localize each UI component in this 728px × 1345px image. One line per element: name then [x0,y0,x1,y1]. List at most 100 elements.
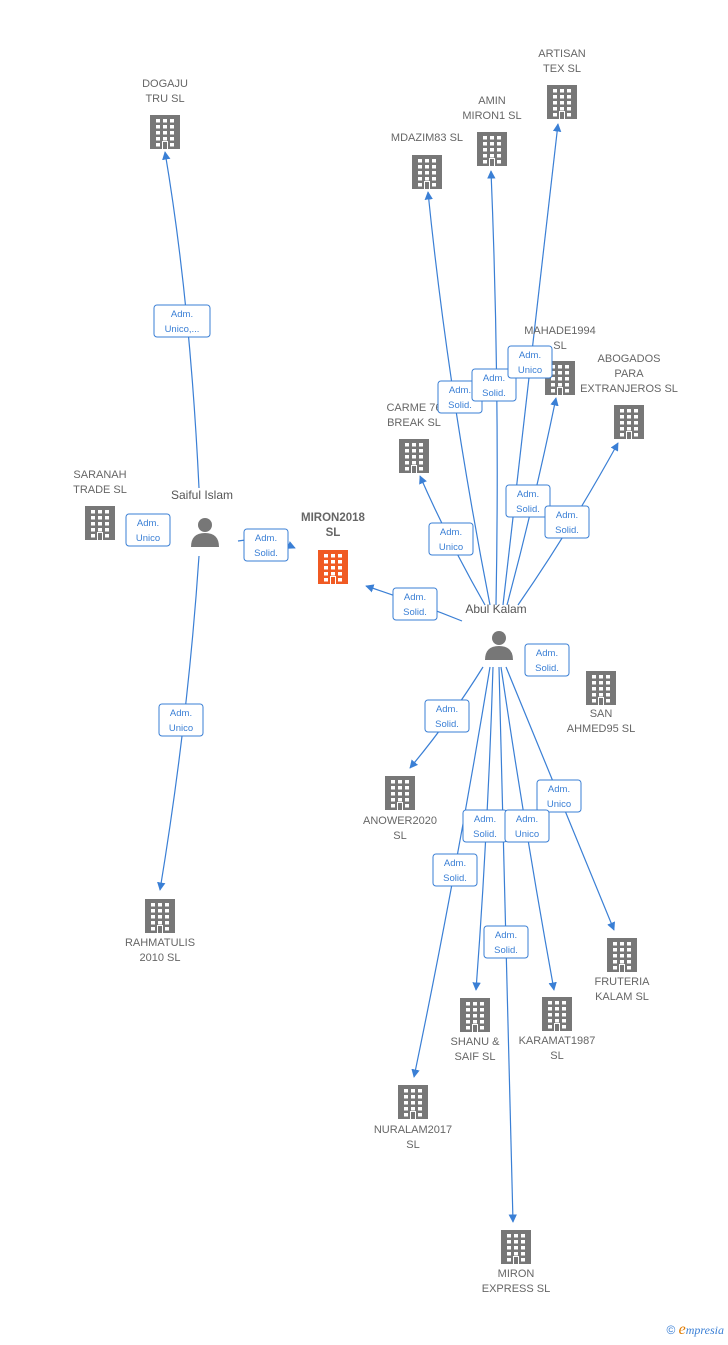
company-node-fruteria[interactable]: FRUTERIA KALAM SL [595,938,651,1003]
person-node-abul[interactable]: Abul Kalam [465,602,527,660]
edge-label-abul-artisan[interactable]: Adm.Unico [507,345,553,379]
edge-label-abul-carme[interactable]: Adm.Unico [428,522,474,556]
edge-label-box [153,304,211,338]
building-icon [614,405,644,439]
edge-label-line: Solid. [443,873,467,884]
edge-label-line: Solid. [555,525,579,536]
edge-label-line: Adm. [440,527,462,538]
company-label: PARA [614,368,644,380]
edge-label-box [392,587,438,621]
edge-label-abul-miron2018[interactable]: Adm.Solid. [392,587,438,621]
company-label: AHMED95 SL [567,723,635,735]
edge-label-line: Adm. [536,648,558,659]
company-label: FRUTERIA [595,976,651,988]
edge-label-line: Adm. [517,489,539,500]
company-node-shanu[interactable]: SHANU & SAIF SL [451,998,501,1063]
edge-label-line: Adm. [548,784,570,795]
building-icon [412,155,442,189]
person-icon [485,631,513,660]
company-label: TRADE SL [73,484,127,496]
edge-label-abul-nuralam[interactable]: Adm.Solid. [432,853,478,887]
building-icon [399,439,429,473]
edge-label-abul-mironexpress[interactable]: Adm. Solid. [483,925,529,959]
brand-name: mpresia [685,1323,724,1337]
footer-brand[interactable]: © empresia [666,1321,724,1339]
company-node-carme[interactable]: CARME 76 BREAK SL [386,402,442,473]
edge-label-abul-mahade[interactable]: Adm.Solid. [505,484,551,518]
edge-label-abul-sanahmed[interactable]: Adm. Solid. [524,643,570,677]
company-label: SAN [590,708,613,720]
edge-label-abul-karamat[interactable]: Adm.Unico [504,809,550,843]
company-label: AMIN [478,95,506,107]
edge-label-abul-anower[interactable]: Adm.Solid. [424,699,470,733]
edge-label-saiful-rahmatulis[interactable]: Adm.Unico [158,703,204,737]
edge-label-line: Solid. [494,945,518,956]
edge-label-box [536,779,582,813]
building-icon [150,115,180,149]
company-label: KARAMAT1987 [519,1035,596,1047]
company-node-mdazim[interactable]: MDAZIM83 SL [391,132,463,189]
person-node-saiful[interactable]: Saiful Islam [171,488,233,547]
person-label: Abul Kalam [465,602,526,616]
edge-label-saiful-dogaju[interactable]: Adm.Unico,... [153,304,211,338]
company-label: EXTRANJEROS SL [580,383,678,395]
company-node-sanahmed[interactable]: SAN AHMED95 SL [567,671,635,735]
company-label: CARME 76 [386,402,441,414]
company-label: SHANU & [451,1036,501,1048]
company-label: MDAZIM83 SL [391,132,463,144]
building-icon [385,776,415,810]
edge-label-box [471,368,517,402]
building-icon [607,938,637,972]
company-label: BREAK SL [387,417,441,429]
edge-label-line: Adm. [556,510,578,521]
edge-label-abul-amin[interactable]: Adm.Solid. [471,368,517,402]
company-label: KALAM SL [595,991,649,1003]
edge-label-box [524,643,570,677]
copyright-symbol: © [666,1323,676,1337]
edge-label-line: Unico [515,829,539,840]
edge-label-abul-fruteria[interactable]: Adm.Unico [536,779,582,813]
edge-label-saiful-miron2018[interactable]: Adm.Solid. [243,528,289,562]
person-icon [191,518,219,547]
company-label: SL [553,340,566,352]
building-icon [501,1230,531,1264]
edge-label-box [483,925,529,959]
edge-label-box [243,528,289,562]
building-icon [586,671,616,705]
person-label: Saiful Islam [171,488,233,502]
company-node-amin[interactable]: AMIN MIRON1 SL [462,95,522,166]
edge-label-line: Adm. [171,309,193,320]
edge-label-box [544,505,590,539]
building-icon [477,132,507,166]
edge-label-line: Adm. [483,373,505,384]
edge-label-box [158,703,204,737]
edge-label-line: Adm. [519,350,541,361]
company-label: MAHADE1994 [524,325,596,337]
edge-label-saiful-saranah[interactable]: Adm.Unico [125,513,171,547]
edge-label-box [428,522,474,556]
company-label: MIRON1 SL [462,110,521,122]
brand-initial: e [678,1321,686,1338]
edge-label-box [504,809,550,843]
company-label: EXPRESS SL [482,1283,550,1295]
edge-label-box [505,484,551,518]
building-icon [85,506,115,540]
edge-label-abul-abogados[interactable]: Adm. Solid. [544,505,590,539]
edge-label-line: Unico [169,723,193,734]
edge-label-line: Adm. [495,930,517,941]
company-label: SAIF SL [455,1051,496,1063]
edge-label-line: Solid. [535,663,559,674]
company-label: SL [550,1050,563,1062]
edge-label-line: Adm. [436,704,458,715]
edge-label-abul-shanu[interactable]: Adm.Solid. [462,809,508,843]
